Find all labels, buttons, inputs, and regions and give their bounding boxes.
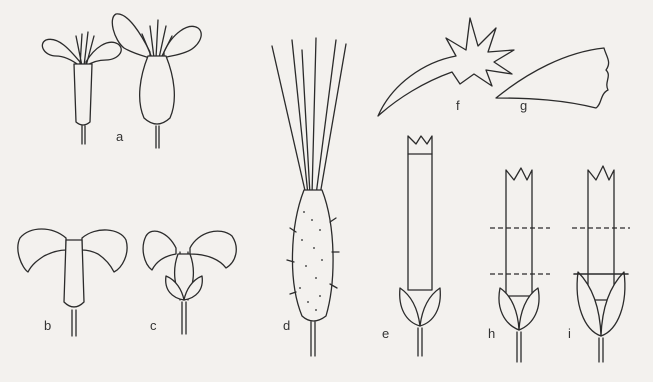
flower-i xyxy=(572,166,630,362)
pappus-g xyxy=(496,48,609,108)
pappus-f xyxy=(378,18,514,116)
label-c: c xyxy=(150,318,157,333)
label-h: h xyxy=(488,326,495,341)
flower-b xyxy=(18,229,127,336)
flower-h xyxy=(490,168,550,362)
flower-e xyxy=(400,136,441,356)
label-b: b xyxy=(44,318,51,333)
flower-a-large xyxy=(112,14,201,148)
label-a: a xyxy=(116,129,124,144)
label-g: g xyxy=(520,98,527,113)
label-i: i xyxy=(568,326,571,341)
flower-a-small xyxy=(42,32,121,144)
label-f: f xyxy=(456,98,460,113)
achene-d xyxy=(272,38,346,356)
label-d: d xyxy=(283,318,290,333)
flower-c xyxy=(143,231,236,334)
label-e: e xyxy=(382,326,389,341)
